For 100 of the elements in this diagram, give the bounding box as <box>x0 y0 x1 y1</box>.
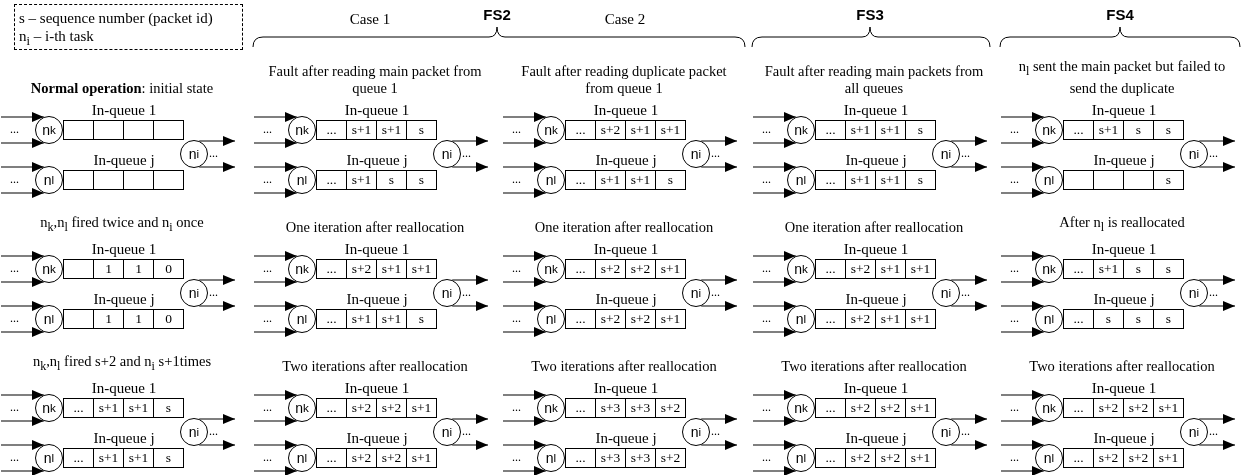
queue-box <box>815 309 936 329</box>
arrow <box>1198 301 1236 311</box>
arrow <box>0 138 45 148</box>
arrow <box>502 416 547 426</box>
arrow <box>752 440 797 450</box>
queue-slot: s+1 <box>875 259 906 279</box>
queue-slot: s+1 <box>1153 398 1184 418</box>
ellipsis-text: ... <box>263 122 272 136</box>
arrow <box>752 277 797 287</box>
queue-slot: ... <box>1063 259 1094 279</box>
queue-label: In-queue j <box>346 291 408 308</box>
arrow <box>1000 327 1045 337</box>
arrow <box>0 162 45 172</box>
arrow <box>700 301 738 311</box>
arrow <box>950 136 988 146</box>
panel-caption: Fault after reading main packets from all queues <box>763 63 985 97</box>
queue-slot: ... <box>1063 448 1094 468</box>
queue-slot: ... <box>63 398 94 418</box>
queue-slot: s+2 <box>376 398 407 418</box>
panel-caption: n$_{k}$,n$_{l}$ fired s+2 and n$_{i}$ s+1times <box>31 353 213 375</box>
arrow <box>253 138 298 148</box>
queue-box <box>316 259 437 279</box>
panel-caption: Two iterations after reallocation <box>530 358 718 375</box>
arrow <box>1198 414 1236 424</box>
queue-slot: ... <box>565 120 596 140</box>
queue-slot: s+2 <box>595 259 626 279</box>
queue-slot <box>63 309 94 329</box>
queue-slot: s+1 <box>905 448 936 468</box>
queue-slot: s+1 <box>376 309 407 329</box>
arrow <box>1000 277 1045 287</box>
arrow <box>700 136 738 146</box>
queue-slot: s+2 <box>1123 448 1154 468</box>
ellipsis-text: ... <box>762 311 771 325</box>
queue-slot <box>1063 170 1094 190</box>
arrow <box>451 136 489 146</box>
queue-label: In-queue 1 <box>344 102 410 119</box>
queue-label: In-queue 1 <box>91 380 157 397</box>
queue-slot: s+1 <box>1093 120 1124 140</box>
queue-slot: s+1 <box>376 259 407 279</box>
queue-box <box>565 309 686 329</box>
queue-box <box>565 259 686 279</box>
ellipsis-text: ... <box>1209 424 1218 438</box>
arrow <box>700 414 738 424</box>
ellipsis-text: ... <box>1209 146 1218 160</box>
ellipsis-text: ... <box>512 311 521 325</box>
queue-box <box>815 398 936 418</box>
arrow <box>700 162 738 172</box>
queue-slot: ... <box>815 448 846 468</box>
queue-box <box>316 448 437 468</box>
ellipsis-text: ... <box>1010 400 1019 414</box>
ellipsis-text: ... <box>10 311 19 325</box>
ellipsis-text: ... <box>512 261 521 275</box>
queue-label: In-queue j <box>1093 291 1155 308</box>
ellipsis-text: ... <box>711 146 720 160</box>
ellipsis-text: ... <box>762 400 771 414</box>
queue-slot <box>123 170 154 190</box>
arrow <box>451 162 489 172</box>
queue-label: In-queue j <box>845 430 907 447</box>
ellipsis-text: ... <box>209 285 218 299</box>
queue-label: In-queue j <box>1093 430 1155 447</box>
queue-label: In-queue j <box>93 152 155 169</box>
ellipsis-text: ... <box>1010 122 1019 136</box>
queue-label: In-queue 1 <box>843 241 909 258</box>
arrow <box>0 277 45 287</box>
arrow <box>253 327 298 337</box>
queue-slot: s+1 <box>376 120 407 140</box>
queue-slot: ... <box>1063 309 1094 329</box>
arrow <box>502 440 547 450</box>
queue-slot: s <box>1153 259 1184 279</box>
queue-box <box>815 120 936 140</box>
arrow <box>0 416 45 426</box>
queue-slot: s+1 <box>406 448 437 468</box>
queue-label: In-queue j <box>595 430 657 447</box>
arrow <box>950 440 988 450</box>
queue-slot: s+1 <box>845 170 876 190</box>
queue-slot: s+1 <box>875 170 906 190</box>
queue-slot: s+1 <box>875 120 906 140</box>
queue-label: In-queue 1 <box>1091 241 1157 258</box>
queue-slot: ... <box>815 170 846 190</box>
queue-slot: s <box>905 120 936 140</box>
queue-slot: s+2 <box>845 398 876 418</box>
queue-label: In-queue 1 <box>1091 102 1157 119</box>
queue-slot: s <box>1123 309 1154 329</box>
ellipsis-text: ... <box>263 311 272 325</box>
arrow <box>502 390 547 400</box>
arrow <box>253 277 298 287</box>
queue-box <box>63 398 184 418</box>
panel-caption: Two iterations after reallocation <box>281 358 469 375</box>
queue-slot: s+1 <box>1093 259 1124 279</box>
ellipsis-text: ... <box>762 261 771 275</box>
arrow <box>752 466 797 475</box>
ellipsis-text: ... <box>711 285 720 299</box>
queue-slot: s+1 <box>625 120 656 140</box>
queue-slot: s+1 <box>845 120 876 140</box>
arrow <box>253 251 298 261</box>
panel-caption: Two iterations after reallocation <box>780 358 968 375</box>
arrow <box>198 440 236 450</box>
queue-slot: s <box>1123 259 1154 279</box>
ellipsis-text: ... <box>10 261 19 275</box>
arrow <box>198 162 236 172</box>
